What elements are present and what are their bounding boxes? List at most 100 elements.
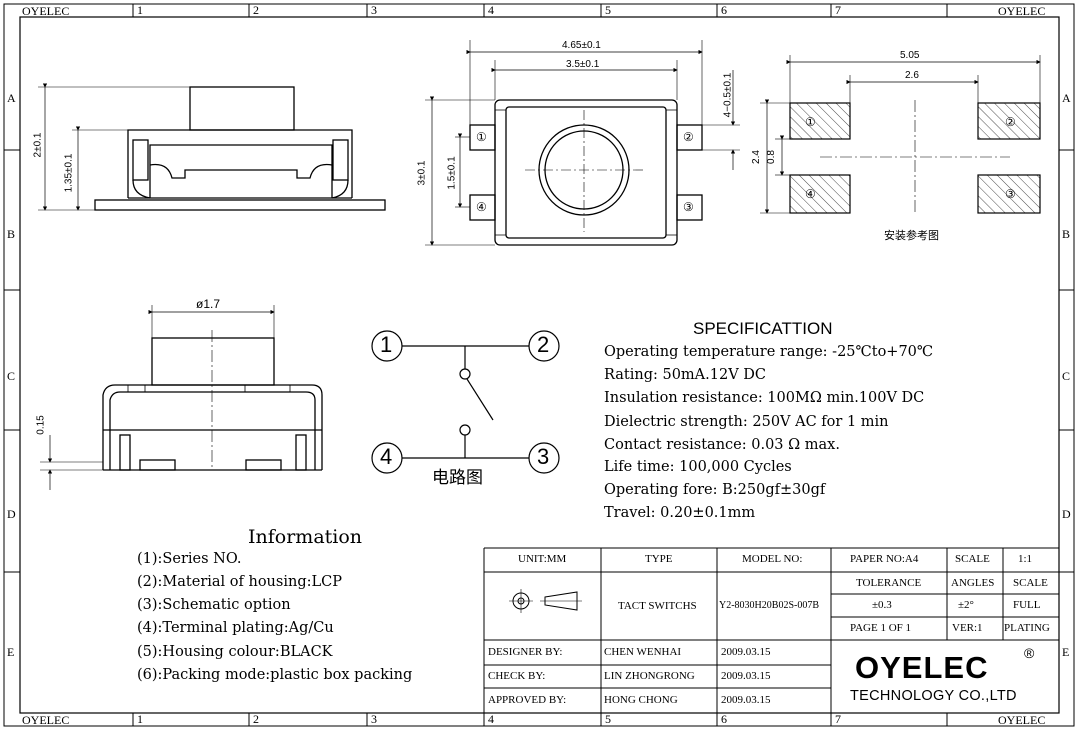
column-label: 2 — [253, 3, 259, 17]
row-label: D — [1062, 507, 1071, 521]
sheet-frame — [3, 3, 1075, 727]
dim-top-terminal-offset: 4−0.5±0.1 — [722, 72, 734, 118]
dim-side-height-total: 2±0.1 — [32, 132, 44, 158]
dim-pad-width-outer: 5.05 — [900, 50, 920, 61]
tb-check-name: LIN ZHONGRONG — [604, 670, 695, 682]
row-label: E — [1062, 645, 1070, 659]
tb-scale-header-2: SCALE — [1013, 577, 1048, 589]
spec-line: Life time: 100,000 Cycles — [604, 459, 792, 475]
row-label: D — [7, 507, 16, 521]
dim-front-diameter: ø1.7 — [196, 297, 221, 311]
dim-top-width-outer: 4.65±0.1 — [562, 40, 601, 51]
column-label: 4 — [488, 712, 494, 726]
tb-tolerance-header: TOLERANCE — [856, 577, 922, 589]
tb-type-value: TACT SWITCHS — [618, 600, 697, 612]
pad-layout — [760, 55, 1041, 215]
frame-corner-label-br: OYELEC — [998, 713, 1046, 727]
tb-page: PAGE 1 OF 1 — [850, 622, 912, 634]
tb-plating: PLATING — [1004, 622, 1050, 634]
column-label: 3 — [371, 3, 377, 17]
row-label: A — [7, 91, 16, 105]
spec-line: Operating fore: B:250gf±30gf — [604, 482, 826, 498]
specification-title: SPECIFICATTION — [693, 319, 833, 338]
tb-approved-date: 2009.03.15 — [721, 694, 771, 706]
pad-layout-caption: 安装参考图 — [884, 229, 939, 242]
schematic-pin-2: 2 — [537, 332, 550, 357]
tb-model-value: Y2-8030H20B02S-007B — [719, 600, 820, 611]
info-line: (3):Schematic option — [137, 597, 291, 613]
information-title: Information — [248, 526, 363, 548]
column-label: 6 — [721, 712, 727, 726]
spec-line: Contact resistance: 0.03 Ω max. — [604, 437, 840, 453]
tb-designer-label: DESIGNER BY: — [488, 646, 563, 658]
column-label: 5 — [605, 3, 611, 17]
column-label: 7 — [835, 712, 841, 726]
top-view — [425, 40, 740, 246]
info-line: (1):Series NO. — [137, 551, 242, 567]
tb-designer-name: CHEN WENHAI — [604, 646, 682, 658]
brand-subtitle: TECHNOLOGY CO.,LTD — [850, 688, 1017, 704]
column-label: 5 — [605, 712, 611, 726]
schematic-pin-4: 4 — [380, 444, 393, 469]
tb-designer-date: 2009.03.15 — [721, 646, 771, 658]
schematic-caption: 电路图 — [432, 468, 483, 488]
tb-angles-value: ±2° — [958, 599, 974, 611]
pad-label-3: ③ — [1005, 187, 1016, 201]
tb-check-label: CHECK BY: — [488, 670, 546, 682]
row-label: C — [7, 369, 16, 383]
column-label: 7 — [835, 3, 841, 17]
column-label: 3 — [371, 712, 377, 726]
column-label: 2 — [253, 712, 259, 726]
row-label: C — [1062, 369, 1071, 383]
tb-scale-header: SCALE — [955, 553, 990, 565]
frame-corner-label-tl: OYELEC — [22, 4, 70, 18]
dim-pad-height-outer: 2.4 — [750, 150, 762, 164]
tb-tolerance-value: ±0.3 — [872, 599, 892, 611]
schematic-pin-3: 3 — [537, 444, 550, 469]
tb-ver: VER:1 — [952, 622, 983, 634]
tb-check-date: 2009.03.15 — [721, 670, 771, 682]
title-block-grid — [483, 547, 1059, 713]
row-label: B — [1062, 227, 1071, 241]
column-label: 4 — [488, 3, 494, 17]
brand-logo: OYELEC — [855, 650, 989, 685]
pad-label-1: ① — [805, 115, 816, 129]
info-line: (6):Packing mode:plastic box packing — [137, 667, 413, 683]
dim-side-height-body: 1.35±0.1 — [63, 153, 75, 193]
frame-corner-label-tr: OYELEC — [998, 4, 1046, 18]
tb-paper: PAPER NO:A4 — [850, 553, 919, 565]
dim-front-height: 0.15 — [35, 415, 47, 435]
schematic-pin-1: 1 — [380, 332, 393, 357]
dim-top-width-inner: 3.5±0.1 — [566, 59, 600, 70]
column-label: 6 — [721, 3, 727, 17]
pad-label-4: ④ — [805, 187, 816, 201]
spec-line: Insulation resistance: 100MΩ min.100V DC — [604, 390, 925, 406]
info-line: (5):Housing colour:BLACK — [137, 644, 333, 660]
spec-line: Rating: 50mA.12V DC — [604, 367, 767, 383]
schematic — [371, 330, 560, 474]
dim-pad-height-inner: 0.8 — [765, 150, 777, 164]
tb-model-header: MODEL NO: — [742, 553, 803, 565]
dim-pad-width-inner: 2.6 — [905, 70, 919, 81]
pin-label-1: ① — [476, 130, 487, 144]
spec-line: Dielectric strength: 250V AC for 1 min — [604, 414, 889, 430]
row-label: E — [7, 645, 15, 659]
tb-angles-header: ANGLES — [951, 577, 995, 589]
frame-corner-label-bl: OYELEC — [22, 713, 70, 727]
pad-label-2: ② — [1005, 115, 1016, 129]
info-line: (4):Terminal plating:Ag/Cu — [137, 620, 334, 636]
front-view — [40, 305, 323, 490]
tb-type-header: TYPE — [645, 553, 673, 565]
row-label: A — [1062, 91, 1071, 105]
info-line: (2):Material of housing:LCP — [137, 574, 342, 590]
tb-approved-label: APPROVED BY: — [488, 694, 567, 706]
spec-line: Operating temperature range: -25℃to+70℃ — [604, 344, 934, 360]
row-label: B — [7, 227, 16, 241]
projection-symbol-icon — [509, 589, 582, 613]
dim-top-height-outer: 3±0.1 — [416, 160, 428, 186]
pin-label-4: ④ — [476, 200, 487, 214]
column-label: 1 — [137, 3, 143, 17]
side-view — [38, 83, 386, 211]
